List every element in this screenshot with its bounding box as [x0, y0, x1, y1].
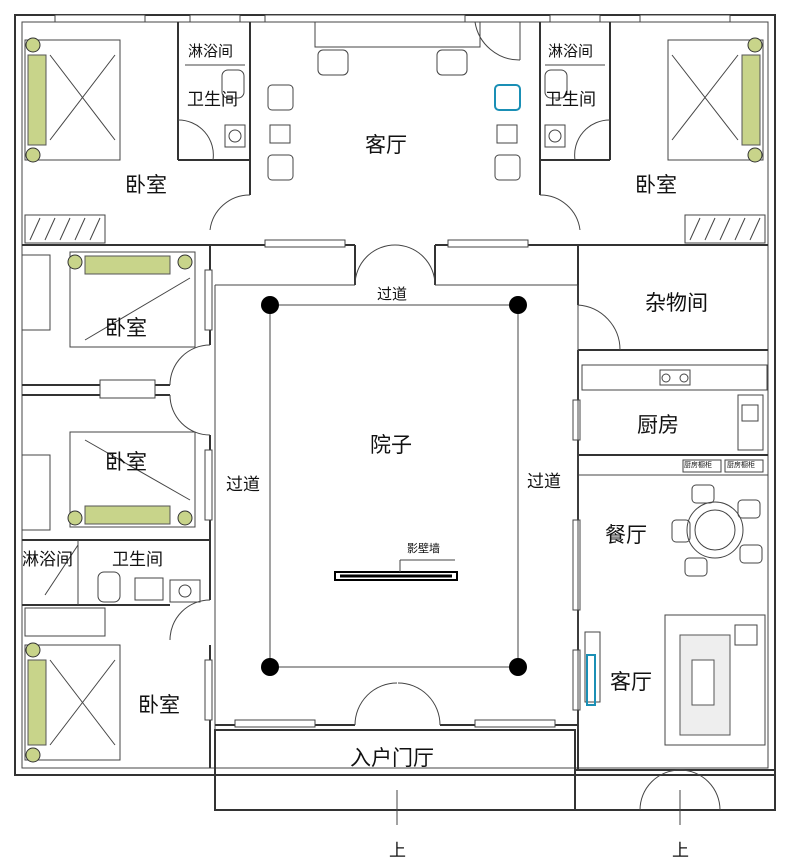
bathroom-fixtures-top: [185, 64, 605, 148]
bed-top-right: [667, 37, 766, 244]
entrance-area: [396, 769, 721, 825]
label-bedroom-left-2: 卧室: [105, 316, 147, 340]
label-bedroom-left-3: 卧室: [105, 450, 147, 474]
label-living-room-bottom: 客厅: [610, 670, 652, 694]
label-passage-left: 过道: [226, 475, 260, 495]
label-up-right: 上: [672, 841, 689, 861]
label-up-entrance: 上: [389, 841, 406, 861]
living-furniture-top: [267, 21, 521, 181]
label-screen-wall: 影壁墙: [407, 542, 440, 555]
label-shower-top-right: 淋浴间: [548, 42, 594, 60]
label-passage-top: 过道: [377, 285, 408, 303]
label-kitchen-appliance-1: 厨房橱柜: [684, 461, 712, 469]
living-furniture-bottom: [584, 614, 766, 746]
label-living-room-top: 客厅: [365, 133, 407, 157]
label-bathroom-top-right: 卫生间: [545, 90, 596, 110]
bed-left-3: [21, 431, 196, 531]
label-courtyard: 院子: [370, 433, 412, 457]
dining-table: [671, 484, 763, 577]
label-bathroom-top-left: 卫生间: [187, 90, 238, 110]
label-bedroom-top-left: 卧室: [125, 173, 167, 197]
bathroom-bottom-left: [44, 540, 201, 605]
left-middle-walls: [22, 245, 213, 768]
label-kitchen-appliance-2: 厨房橱柜: [727, 461, 755, 469]
label-bedroom-top-right: 卧室: [635, 173, 677, 197]
label-bathroom-bottom-left: 卫生间: [112, 550, 163, 570]
kitchen-fixtures: [581, 364, 768, 473]
top-windows: [54, 14, 731, 248]
label-kitchen: 厨房: [637, 413, 679, 437]
courtyard-area: [214, 285, 579, 730]
label-storage-room: 杂物间: [645, 291, 708, 315]
bed-left-2: [21, 251, 196, 348]
right-middle-walls: [572, 245, 768, 770]
label-dining-room: 餐厅: [605, 523, 647, 547]
label-shower-top-left: 淋浴间: [188, 42, 234, 60]
label-bedroom-bottom-left: 卧室: [138, 693, 180, 717]
label-shower-bottom-left: 淋浴间: [22, 550, 73, 570]
bed-top-left: [24, 37, 121, 244]
label-entrance-hall: 入户门厅: [350, 746, 434, 770]
bed-bottom-left: [24, 607, 121, 763]
label-passage-right: 过道: [527, 472, 561, 492]
